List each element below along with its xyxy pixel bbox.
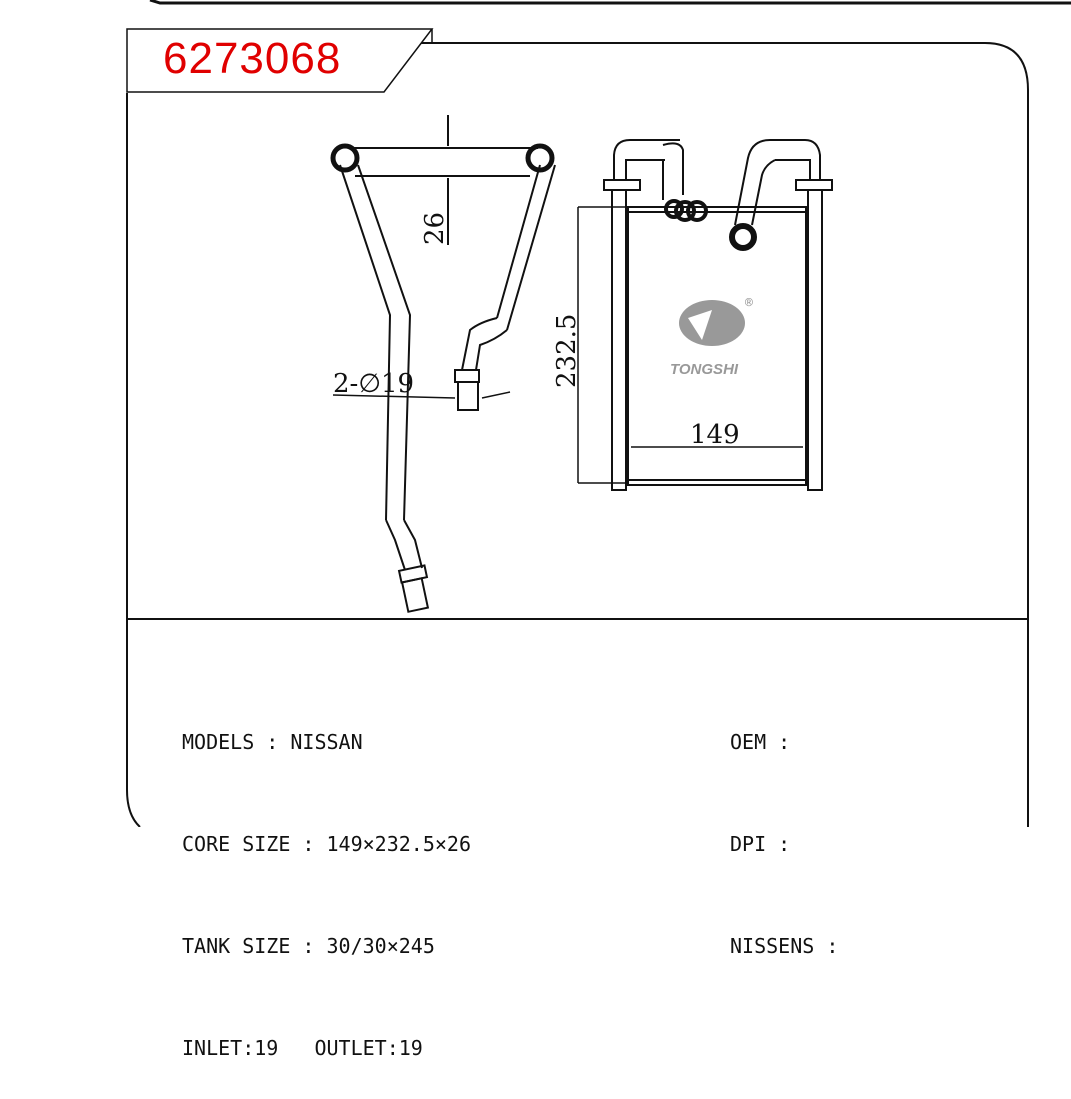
- spec-list-left: MODELS : NISSAN CORE SIZE : 149×232.5×26…: [182, 657, 471, 1099]
- spec-list-right: OEM : DPI : NISSENS :: [730, 657, 838, 997]
- spec-inlet-outlet: INLET:19 OUTLET:19: [182, 1036, 423, 1060]
- core-height-dimension: 232.5: [552, 314, 582, 388]
- front-view-drawing: [577, 139, 833, 491]
- side-view-drawing: [330, 115, 556, 613]
- logo-brand-text: TONGSHI: [670, 361, 739, 378]
- pipe-diameter-dimension: 2-∅19: [333, 369, 414, 399]
- registered-mark: ®: [745, 296, 753, 311]
- spec-nissens: NISSENS :: [730, 934, 839, 958]
- spec-models: MODELS : NISSAN: [182, 730, 363, 754]
- spec-oem: OEM :: [730, 730, 791, 754]
- part-number-tab: [126, 28, 434, 93]
- tongshi-logo: ® TONGSHI: [670, 296, 753, 378]
- spec-core-size: CORE SIZE : 149×232.5×26: [182, 832, 471, 856]
- drawing-sheet: 26 2-∅19 232.5 149 ® TONGSHI: [126, 0, 1071, 827]
- spec-dpi: DPI :: [730, 832, 791, 856]
- spec-tank-size: TANK SIZE : 30/30×245: [182, 934, 435, 958]
- core-width-dimension: 149: [690, 420, 740, 450]
- part-number: 6273068: [163, 34, 342, 83]
- thickness-dimension: 26: [420, 212, 450, 245]
